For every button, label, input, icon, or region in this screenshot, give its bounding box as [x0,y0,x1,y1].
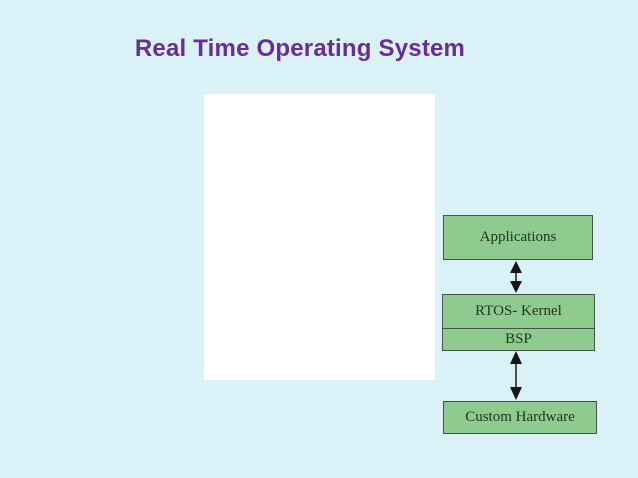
diagram-panel: Applications RTOS- Kernel BSP [204,94,597,434]
double-arrow-icon [509,351,523,400]
box-applications: Applications [443,215,593,260]
box-custom-hardware-label: Custom Hardware [465,409,575,425]
box-rtos-kernel-label: RTOS- Kernel [475,303,562,319]
page-title: Real Time Operating System [134,35,466,62]
box-bsp-label: BSP [505,331,532,347]
box-applications-label: Applications [479,229,557,245]
box-kernel-group: RTOS- Kernel BSP [442,294,595,351]
box-rtos-kernel: RTOS- Kernel [443,295,594,328]
box-custom-hardware: Custom Hardware [443,401,597,434]
double-arrow-icon [509,261,523,293]
box-bsp: BSP [443,328,594,350]
